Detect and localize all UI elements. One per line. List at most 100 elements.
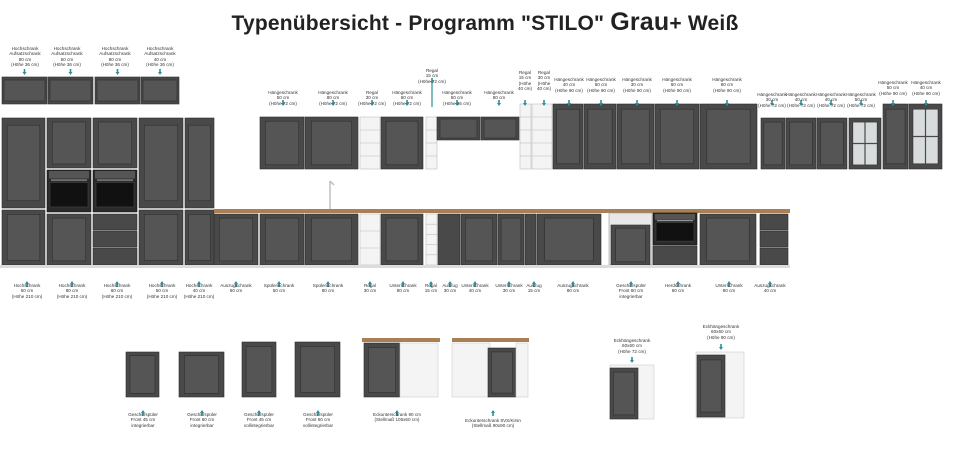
door-raised-panel <box>245 346 273 393</box>
arrow-up-icon <box>25 281 30 287</box>
oven-window <box>655 222 695 242</box>
label-top-1: Hochschrank Aufsatzschrank 80 cm (Höhe 3… <box>9 46 41 68</box>
label-lower-2: Geschirrspüler Front 60 cm integrierbar <box>187 412 217 428</box>
arrow-down-icon <box>725 100 729 106</box>
arrow-up-icon <box>768 281 772 287</box>
label-top-15: Hängeschrank 60 cm (Höhe 90 cm) <box>586 77 616 93</box>
drawer <box>759 213 789 231</box>
arrow-up-icon <box>234 281 238 287</box>
door-raised-panel <box>6 214 41 261</box>
label-top-11: Hängeschrank 80 cm <box>484 90 514 101</box>
label-lower-3: Geschirrspüler Front 45 cm vollintegrier… <box>243 412 275 428</box>
door-raised-panel <box>6 124 41 202</box>
door-raised-panel <box>143 124 179 202</box>
label-top-13: Regal 30 cm (Höhe 40 cm) <box>536 70 552 92</box>
door-raised-panel <box>97 121 133 165</box>
label-bottom-7: Spülenschrank 50 cm <box>263 283 295 294</box>
arrow-up-icon <box>70 281 74 287</box>
title-main: Typenübersicht - Programm "STILO" <box>231 12 605 35</box>
label-lower-7: Eckhängeschrank 60x60 cm (Höhe 72 cm) <box>613 338 651 354</box>
arrow-down-icon <box>630 357 634 363</box>
label-top-12: Regal 15 cm (Höhe 40 cm) <box>517 70 533 92</box>
drawer <box>92 213 138 231</box>
label-top-19: Hängeschrank 30 cm (Höhe 72 cm) <box>757 92 787 108</box>
aufsatz-panel <box>96 79 139 102</box>
corner-worktop <box>452 338 529 342</box>
door-raised-panel <box>465 217 493 262</box>
cooker-drawer <box>652 245 698 266</box>
label-bottom-8: Spülenschrank 80 cm <box>312 283 344 294</box>
door-raised-panel <box>763 121 783 166</box>
label-top-4: Hochschrank Aufsatzschrank 40 cm (Höhe 3… <box>144 46 176 68</box>
door-raised-panel <box>264 120 300 166</box>
label-bottom-20: Auszugschrank 40 cm <box>754 283 786 294</box>
label-lower-5: Eckunterschrank 90 cm (Stellmaß 105x60 c… <box>373 412 421 423</box>
label-top-2: Hochschrank Aufsatzschrank 50 cm (Höhe 3… <box>51 46 83 68</box>
arrow-up-icon <box>727 281 731 287</box>
label-top-3: Hochschrank Aufsatzschrank 80 cm (Höhe 3… <box>99 46 131 68</box>
door-raised-panel <box>300 346 335 393</box>
wall-shelf-15 <box>519 103 532 170</box>
label-top-7: Regal 30 cm (Höhe 72 cm) <box>358 90 386 106</box>
oven-window <box>95 182 135 208</box>
arrow-down-icon <box>799 100 803 106</box>
door-raised-panel <box>613 371 635 416</box>
arrow-up-icon <box>448 281 453 287</box>
label-bottom-9: Regal 30 cm <box>363 283 377 294</box>
oven-window <box>49 182 89 208</box>
arrow-up-icon <box>200 410 204 416</box>
flap-panel <box>483 118 517 139</box>
arrow-down-icon <box>891 100 895 106</box>
door-raised-panel <box>129 355 156 394</box>
arrow-down-icon <box>115 69 120 75</box>
drawer <box>759 230 789 248</box>
door-raised-panel <box>587 108 613 165</box>
arrow-up-icon <box>491 410 496 416</box>
label-top-23: Hängeschrank 50 cm (Höhe 90 cm) <box>878 80 908 96</box>
arrow-up-icon <box>395 410 400 416</box>
arrow-up-icon <box>277 281 282 287</box>
label-bottom-14: Unterschrank 30 cm <box>495 283 523 294</box>
label-top-17: Hängeschrank 60 cm (Höhe 90 cm) <box>662 77 692 93</box>
door-raised-panel <box>385 217 419 262</box>
label-bottom-3: Hochschrank 60 cm (Höhe 210 cm) <box>101 283 133 299</box>
corner-side <box>451 342 491 398</box>
door-raised-panel <box>789 121 813 166</box>
label-lower-1: Geschirrspüler Front 45 cm integrierbar <box>128 412 158 428</box>
label-top-20: Hängeschrank 40 cm (Höhe 72 cm) <box>786 92 816 108</box>
faucet-spout <box>329 180 335 186</box>
arrow-down-icon <box>68 69 73 75</box>
label-top-14: Hängeschrank 40 cm (Höhe 90 cm) <box>554 77 584 93</box>
arrow-up-icon <box>401 281 406 287</box>
base-wine-rack <box>425 213 438 266</box>
door-raised-panel <box>264 217 300 262</box>
label-top-8: Hängeschrank 60 cm (Höhe 72 cm) <box>392 90 422 106</box>
door-raised-panel <box>500 217 522 262</box>
door-raised-panel <box>700 359 722 413</box>
door-raised-panel <box>659 108 695 165</box>
arrow-down-icon <box>22 69 27 75</box>
door-raised-panel <box>491 351 513 394</box>
door-raised-panel <box>615 227 646 263</box>
arrow-down-icon <box>567 100 571 106</box>
door-raised-panel <box>311 120 352 166</box>
door-raised-panel <box>885 108 906 165</box>
arrow-down-icon <box>523 100 527 106</box>
label-top-21: Hängeschrank 40 cm (Höhe 72 cm) <box>816 92 846 108</box>
label-bottom-19: Unterschrank 80 cm <box>715 283 743 294</box>
label-lower-6: Eckunterschrank 8VS/Kirsn (Stellmaß 90x9… <box>465 418 521 429</box>
drawer <box>92 230 138 248</box>
door-raised-panel <box>385 120 419 166</box>
label-top-10: Hängeschrank 50 cm (Höhe 36 cm) <box>442 90 472 106</box>
aufsatz-panel <box>3 79 46 102</box>
label-top-5: Hängeschrank 50 cm (Höhe 72 cm) <box>268 90 298 106</box>
arrow-up-icon <box>571 281 575 287</box>
arrow-down-icon <box>675 100 679 106</box>
title-rest: + Weiß <box>669 12 739 35</box>
label-bottom-4: Hochschrank 50 cm (Höhe 210 cm) <box>146 283 178 299</box>
door-raised-panel <box>706 108 751 165</box>
door-raised-panel <box>311 217 352 262</box>
oven-control-strip <box>95 171 135 179</box>
